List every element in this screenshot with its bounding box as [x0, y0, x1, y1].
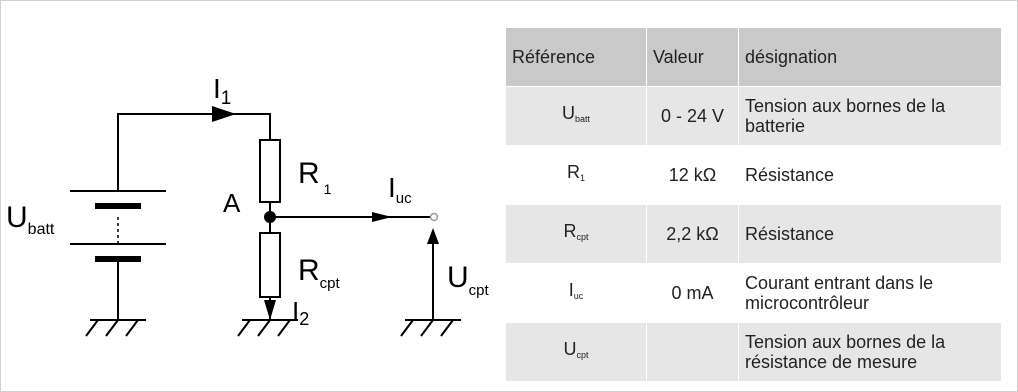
table-row: Ucpt Tension aux bornes de la résistance… [505, 322, 1002, 382]
header-designation: désignation [738, 27, 1002, 87]
battery-symbol [70, 190, 166, 262]
cell-value [646, 322, 739, 382]
resistor-rcpt [259, 232, 281, 298]
ground-symbol-output [400, 319, 461, 337]
wire-top [117, 113, 271, 191]
output-terminal [429, 212, 439, 222]
header-reference: Référence [505, 27, 647, 87]
cell-value: 2,2 kΩ [646, 204, 739, 264]
resistor-r1 [259, 139, 281, 203]
table-header-row: Référence Valeur désignation [505, 27, 1002, 87]
ground-symbol-resistor [237, 319, 298, 337]
cell-designation: Résistance [738, 145, 1002, 205]
label-ubatt: Ubatt [6, 201, 55, 238]
arrow-current-2 [264, 300, 276, 320]
cell-designation: Résistance [738, 204, 1002, 264]
cell-designation: Tension aux bornes de la batterie [738, 86, 1002, 146]
label-i1: I1 [213, 73, 231, 109]
arrow-current-uc [372, 212, 392, 222]
table-row: Rcpt 2,2 kΩ Résistance [505, 204, 1002, 264]
table-row: R1 12 kΩ Résistance [505, 145, 1002, 205]
cell-value: 12 kΩ [646, 145, 739, 205]
cell-reference: R1 [505, 145, 647, 205]
cell-reference: Iuc [505, 263, 647, 323]
cell-designation: Courant entrant dans le microcontrôleur [738, 263, 1002, 323]
node-a-dot [264, 211, 276, 223]
cell-reference: Rcpt [505, 204, 647, 264]
header-value: Valeur [646, 27, 739, 87]
table-row: Ubatt 0 - 24 V Tension aux bornes de la … [505, 86, 1002, 146]
cell-reference: Ucpt [505, 322, 647, 382]
label-i2: I2 [292, 296, 309, 329]
cell-value: 0 mA [646, 263, 739, 323]
cell-reference: Ubatt [505, 86, 647, 146]
label-node-a: A [223, 188, 241, 218]
cell-value: 0 - 24 V [646, 86, 739, 146]
arrow-voltage-head [427, 228, 439, 244]
label-ucpt: Ucpt [447, 261, 490, 299]
label-rcpt: Rcpt [298, 254, 341, 292]
label-iuc: Iuc [388, 172, 412, 207]
table-row: Iuc 0 mA Courant entrant dans le microco… [505, 263, 1002, 323]
arrow-current-1 [212, 106, 236, 122]
cell-designation: Tension aux bornes de la résistance de m… [738, 322, 1002, 382]
reference-table: Référence Valeur désignation Ubatt 0 - 2… [505, 27, 1002, 382]
ground-symbol-battery [85, 319, 146, 337]
